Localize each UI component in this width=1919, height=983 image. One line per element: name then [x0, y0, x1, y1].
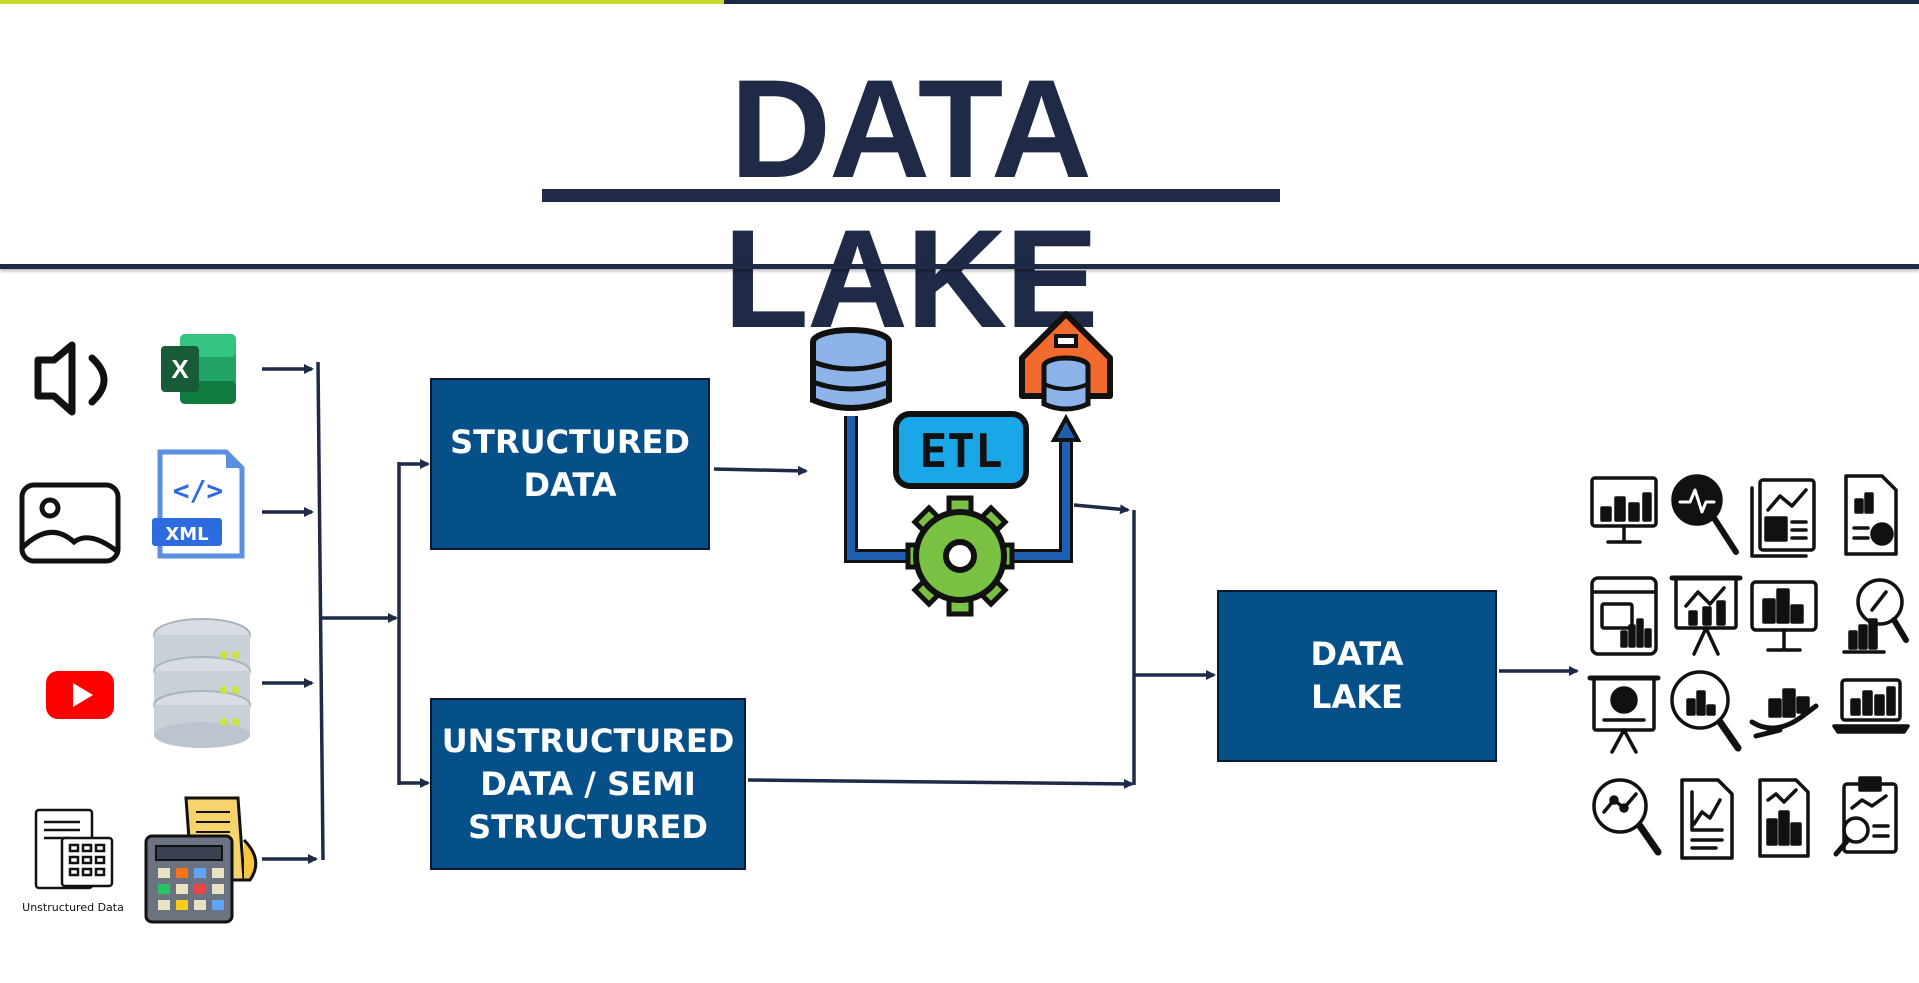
xml-label: XML — [165, 524, 208, 545]
gear-icon — [905, 495, 1015, 617]
speaker-icon — [34, 341, 108, 416]
database-server-icon — [153, 618, 251, 748]
etl-label: ETL — [919, 424, 1002, 478]
connector-lines — [262, 361, 1579, 864]
magnifier-bar-chart-icon — [1842, 578, 1909, 654]
browser-chart-icon — [1590, 576, 1658, 656]
top-dark-bar — [724, 0, 1919, 4]
youtube-icon — [46, 671, 114, 719]
etl-badge: ETL — [893, 411, 1029, 489]
document-line-graph-icon — [1680, 778, 1734, 860]
title-underline — [542, 189, 1280, 202]
magnifier-line-icon — [1592, 778, 1662, 856]
data-lake-box: DATA LAKE — [1217, 590, 1497, 762]
clipboard-magnifier-icon — [1833, 776, 1898, 857]
report-graph-icon — [1750, 478, 1816, 558]
easel-pie-chart-icon — [1587, 675, 1661, 754]
calculator-icon — [34, 808, 114, 890]
monitor-chart-icon — [1590, 476, 1658, 544]
source-database-icon — [810, 327, 892, 411]
analytics-icon-grid — [1587, 474, 1910, 860]
arrow-etl-out — [1073, 503, 1130, 515]
collector-line — [316, 361, 325, 861]
arrow-unstructured-to-merge — [747, 778, 1134, 789]
unstructured-data-box: UNSTRUCTURED DATA / SEMI STRUCTURED — [430, 698, 746, 870]
structured-data-box: STRUCTURED DATA — [430, 378, 710, 550]
document-bars-icon — [1758, 778, 1810, 858]
header-divider — [0, 264, 1919, 269]
excel-icon: X — [161, 334, 236, 404]
desktop-bar-chart-icon — [1750, 580, 1818, 652]
page-title: DATA LAKE — [723, 50, 1098, 357]
source-caption: Unstructured Data — [22, 901, 124, 914]
arrow-structured-to-etl — [713, 465, 808, 476]
document-chart-icon — [1844, 474, 1898, 556]
hand-chart-icon — [1749, 688, 1819, 739]
image-icon — [19, 482, 121, 564]
top-accent-bar — [0, 0, 724, 4]
xml-file-icon: </> XML — [152, 449, 245, 559]
etl-process-graphic: ETL — [810, 311, 1113, 617]
warehouse-icon — [1019, 311, 1113, 412]
magnifier-pulse-icon — [1671, 474, 1739, 555]
laptop-chart-icon — [1832, 678, 1910, 734]
presentation-chart-icon — [1669, 575, 1743, 656]
xml-code-glyph: </> — [173, 474, 224, 507]
magnifier-bars-icon — [1670, 670, 1742, 752]
cash-register-icon — [144, 796, 258, 924]
excel-letter: X — [171, 354, 189, 384]
